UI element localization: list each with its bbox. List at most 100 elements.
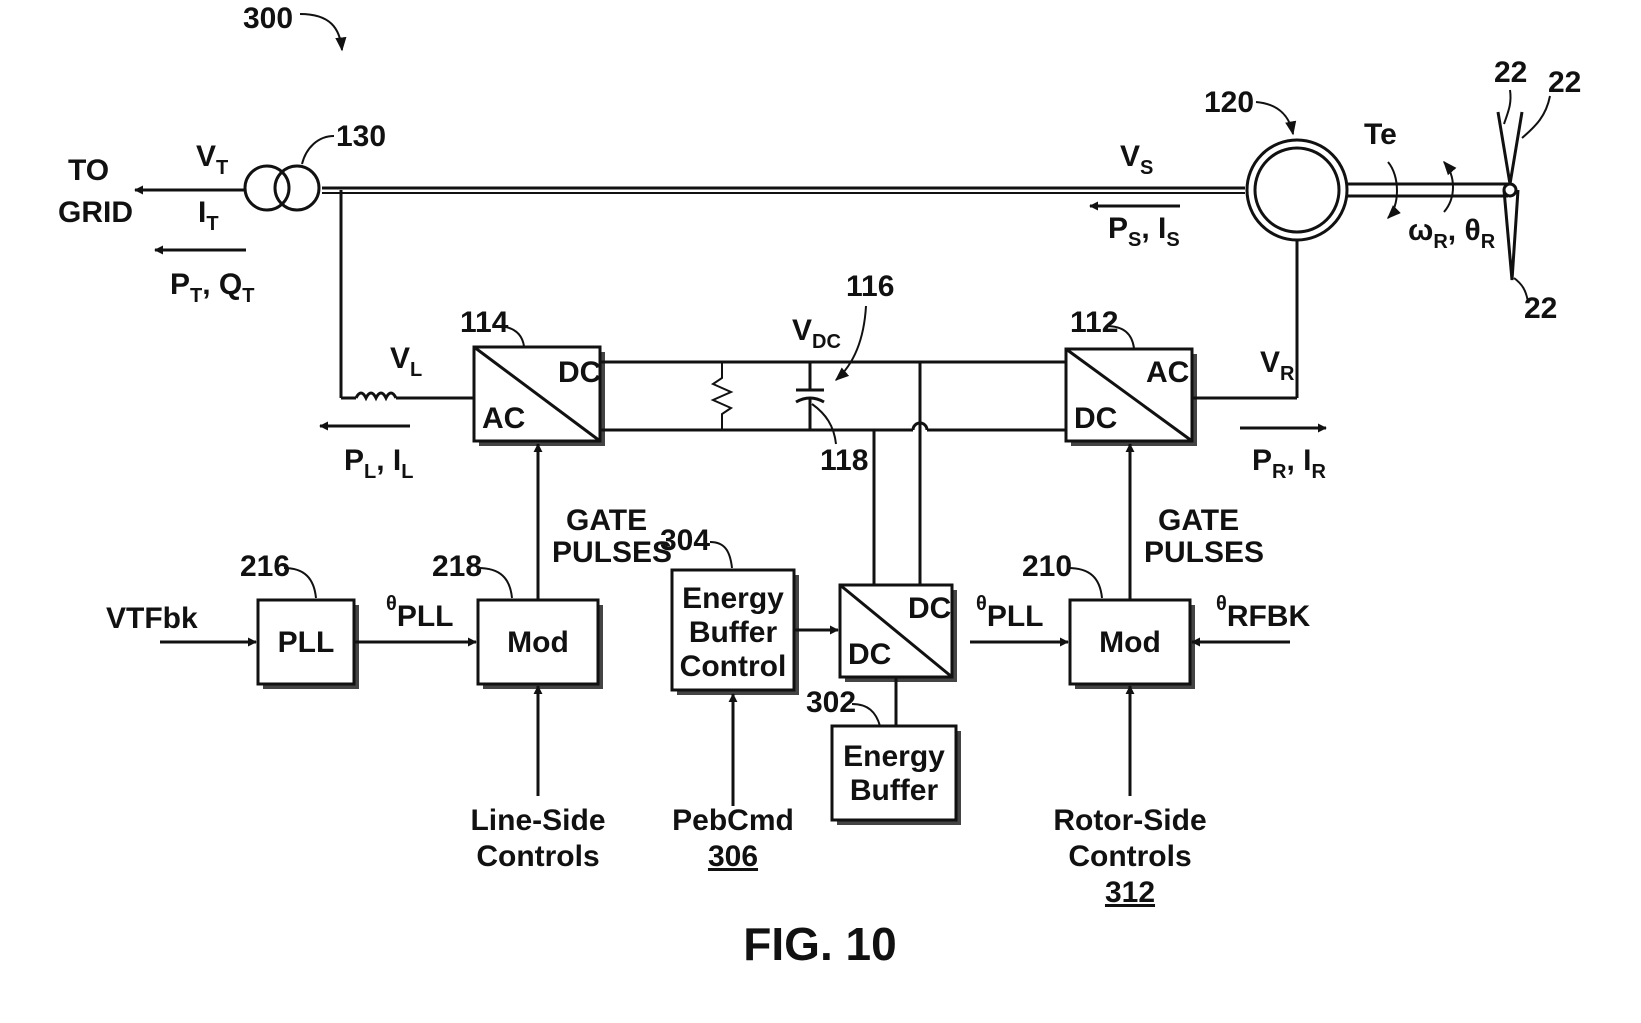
transformer-ref: 130 bbox=[336, 120, 386, 153]
svg-text:PR, IR: PR, IR bbox=[1252, 444, 1326, 483]
rotor-mod-label: Mod bbox=[1099, 626, 1161, 659]
rsc-ref: 112 bbox=[1070, 306, 1118, 339]
theta-pll-rotor-symbol: θ bbox=[976, 593, 987, 615]
svg-text:PS, IS: PS, IS bbox=[1108, 212, 1180, 251]
pt-subscript: T bbox=[190, 285, 202, 307]
rotor-pulses-label: PULSES bbox=[1144, 536, 1264, 569]
rotor-side-controls-line1: Rotor-Side bbox=[1053, 804, 1206, 837]
pr-subscript: R bbox=[1272, 461, 1287, 483]
ebc-line1: Energy bbox=[682, 582, 784, 615]
line-pulses-label: PULSES bbox=[552, 536, 672, 569]
line-mod-label: Mod bbox=[507, 626, 569, 659]
pl-symbol: P bbox=[344, 444, 364, 477]
ps-symbol: P bbox=[1108, 212, 1128, 245]
pr-symbol: P bbox=[1252, 444, 1272, 477]
energy-buffer-line1: Energy bbox=[843, 740, 945, 773]
is-symbol: , I bbox=[1141, 212, 1166, 245]
lsc-ac-label: AC bbox=[482, 402, 525, 435]
svg-text:θRFBK: θRFBK bbox=[1216, 593, 1310, 633]
theta-r-subscript: R bbox=[1481, 231, 1496, 253]
vdc-subscript: DC bbox=[812, 331, 841, 353]
qt-symbol: , Q bbox=[202, 268, 242, 301]
theta-pll-symbol: θ bbox=[386, 593, 397, 615]
vs-subscript: S bbox=[1140, 157, 1153, 179]
dcdc-converter: DC DC bbox=[840, 362, 957, 727]
svg-text:VDC: VDC bbox=[792, 314, 841, 353]
dc-link-capacitor bbox=[796, 362, 824, 430]
il-symbol: , I bbox=[376, 444, 401, 477]
generator: 120 VS PS, IS bbox=[1090, 86, 1347, 251]
svg-text:VL: VL bbox=[390, 342, 422, 381]
pll-ref: 216 bbox=[240, 550, 290, 583]
rotor-shaft: Te ωR, θR bbox=[1347, 118, 1508, 253]
rotor-side-controls-ref: 312 bbox=[1105, 876, 1155, 909]
dc-link-resistor bbox=[713, 362, 731, 430]
svg-text:θPLL: θPLL bbox=[386, 593, 453, 633]
rotor-side-controls-line2: Controls bbox=[1068, 840, 1191, 873]
omega-symbol: ω bbox=[1408, 214, 1433, 247]
omega-subscript: R bbox=[1433, 231, 1448, 253]
theta-rfbk-subscript: RFBK bbox=[1227, 600, 1311, 633]
transformer: 130 bbox=[245, 120, 386, 210]
blade-ref-c: 22 bbox=[1524, 292, 1557, 325]
capacitor-ref: 118 bbox=[820, 444, 868, 477]
ebc-line2: Buffer bbox=[689, 616, 778, 649]
il-subscript: L bbox=[401, 461, 413, 483]
rotor-mod-ref: 210 bbox=[1022, 550, 1072, 583]
pll-block: PLL 216 VTFbk θPLL bbox=[106, 550, 476, 689]
theta-rfbk-symbol: θ bbox=[1216, 593, 1227, 615]
line-gate-label: GATE bbox=[566, 504, 647, 537]
line-mod-ref: 218 bbox=[432, 550, 482, 583]
svg-text:IT: IT bbox=[198, 196, 219, 235]
it-subscript: T bbox=[206, 213, 218, 235]
line-side-converter: DC AC 114 bbox=[460, 306, 605, 446]
rsc-ac-label: AC bbox=[1146, 356, 1189, 389]
pebcmd-label: PebCmd bbox=[672, 804, 794, 837]
vdc-symbol: V bbox=[792, 314, 812, 347]
blade-ref-a: 22 bbox=[1494, 56, 1527, 89]
svg-text:VR: VR bbox=[1260, 346, 1295, 385]
theta-pll-rotor-subscript: PLL bbox=[987, 600, 1044, 633]
svg-text:ωR, θR: ωR, θR bbox=[1408, 214, 1496, 253]
figure-number-label: 300 bbox=[243, 2, 293, 35]
to-grid-label: TO bbox=[68, 154, 109, 187]
line-side-controls-line2: Controls bbox=[476, 840, 599, 873]
line-side-controls-line1: Line-Side bbox=[470, 804, 605, 837]
vt-symbol: V bbox=[196, 140, 216, 173]
vt-subscript: T bbox=[216, 157, 228, 179]
dc-link: VDC 116 118 bbox=[600, 270, 1066, 477]
energy-buffer-ref: 302 bbox=[806, 686, 856, 719]
ebc-line3: Control bbox=[680, 650, 787, 683]
vs-symbol: V bbox=[1120, 140, 1140, 173]
grid-connection: TO GRID VT IT PT, QT bbox=[58, 140, 254, 307]
line-side-path: VL PL, IL bbox=[320, 190, 474, 483]
rotor-gate-label: GATE bbox=[1158, 504, 1239, 537]
svg-text:θPLL: θPLL bbox=[976, 593, 1043, 633]
figure-number-arrow bbox=[300, 14, 342, 50]
lsc-dc-label: DC bbox=[558, 356, 601, 389]
dcdc-top-label: DC bbox=[908, 592, 951, 625]
pebcmd-ref: 306 bbox=[708, 840, 758, 873]
svg-text:PT, QT: PT, QT bbox=[170, 268, 254, 307]
pt-symbol: P bbox=[170, 268, 190, 301]
rotor-mod-block: Mod 210 GATE PULSES θPLL θRFBK Rotor-Sid… bbox=[970, 444, 1310, 909]
stator-bus bbox=[322, 188, 1245, 193]
te-label: Te bbox=[1364, 118, 1397, 151]
lsc-ref: 114 bbox=[460, 306, 509, 339]
ir-symbol: , I bbox=[1286, 444, 1311, 477]
vr-symbol: V bbox=[1260, 346, 1280, 379]
vl-symbol: V bbox=[390, 342, 410, 375]
svg-text:VT: VT bbox=[196, 140, 228, 179]
energy-buffer: Energy Buffer 302 bbox=[806, 686, 961, 825]
vr-subscript: R bbox=[1280, 363, 1295, 385]
vtfbk-label: VTFbk bbox=[106, 602, 198, 635]
theta-pll-subscript: PLL bbox=[397, 600, 454, 633]
rotor-side-converter: AC DC 112 VR PR, IR bbox=[1066, 306, 1326, 483]
energy-buffer-line2: Buffer bbox=[850, 774, 939, 807]
is-subscript: S bbox=[1166, 229, 1179, 251]
it-symbol: I bbox=[198, 196, 206, 229]
turbine-blades: 22 22 22 bbox=[1494, 56, 1581, 325]
qt-subscript: T bbox=[242, 285, 254, 307]
blade-ref-b: 22 bbox=[1548, 66, 1581, 99]
